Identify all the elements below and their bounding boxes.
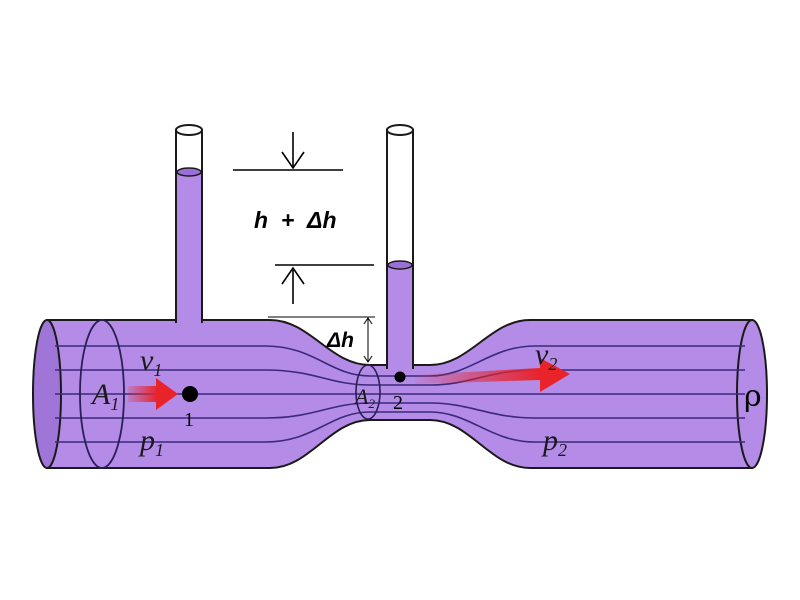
point1-label: 1 bbox=[184, 409, 194, 431]
velocity1-label: v1 bbox=[140, 344, 162, 380]
left-manometer-tube bbox=[175, 124, 203, 324]
height-label: h + Δh bbox=[254, 207, 337, 233]
streamlines bbox=[55, 345, 745, 443]
point2-marker bbox=[394, 371, 406, 383]
velocity1-arrow bbox=[128, 378, 178, 410]
right-manometer-tube bbox=[386, 124, 414, 370]
density-label: ρ bbox=[744, 379, 762, 414]
height-dimension bbox=[233, 132, 374, 304]
pressure1-label: p1 bbox=[138, 424, 164, 460]
point1-marker bbox=[182, 386, 198, 402]
pressure2-label: p2 bbox=[541, 424, 567, 460]
area2-label: A2 bbox=[353, 384, 375, 411]
area2-cross-section bbox=[355, 364, 381, 420]
delta-h-dimension bbox=[268, 316, 375, 363]
delta-h-label: Δh bbox=[326, 329, 354, 352]
velocity2-label: v2 bbox=[535, 338, 557, 374]
velocity2-arrow bbox=[415, 358, 570, 392]
area1-label: A1 bbox=[90, 378, 119, 414]
point2-label: 2 bbox=[393, 392, 403, 414]
area1-cross-section bbox=[79, 319, 125, 469]
